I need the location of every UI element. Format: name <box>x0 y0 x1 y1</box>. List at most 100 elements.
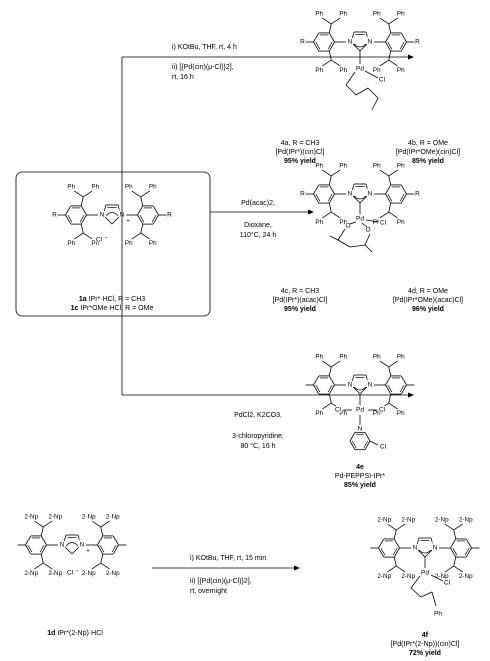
prod-4ab-benzhydryl-lt-bond <box>322 17 332 25</box>
prod-4ab-benzhydryl-lb-bond <box>322 59 332 67</box>
prod-4f-imid-bond <box>424 549 433 558</box>
prod-4f-benzhydryl-rt-bond <box>453 529 457 539</box>
prod-4f-n-left: N <box>413 545 418 552</box>
prod-4f-aryl-left-double-bond <box>392 547 398 556</box>
sm-1a-aryl-left-bond <box>65 214 72 225</box>
prod-4cd-acac <box>364 233 371 246</box>
sm-1d-chloride: Cl <box>67 570 74 577</box>
prod-4e-benzhydryl-lt-bond <box>322 360 332 368</box>
prod-4e-aryl-left-bond <box>328 384 335 395</box>
prod-4ab-r-right: R <box>415 39 420 46</box>
prod-4ab-aryl-left-double-bond <box>315 41 321 50</box>
sm-chloride-charge: − <box>104 236 108 242</box>
sm-1d-benzhydryl-lt-bond <box>40 526 44 536</box>
prod-4f-cin <box>410 587 422 598</box>
prod-4e-pyridine-bond <box>364 440 371 450</box>
sm-1d-imid-bond <box>71 546 80 555</box>
sm-1d-aryl-left-double-bond <box>27 544 33 553</box>
prod-4f-benzhydryl-lt-bond <box>396 523 406 531</box>
prod-4ab-imid-bond <box>352 43 361 52</box>
sm-1a-benzhydryl-rb-bond <box>131 232 141 240</box>
prod-4cd-pd-o <box>349 221 357 225</box>
sm-1a-benzhydryl-lt-bond <box>74 190 84 198</box>
prod-4cd-benzhydryl-rb-bond <box>379 211 389 219</box>
sm-1a-benzhydryl-lt-bond <box>83 190 93 198</box>
prod-4cd-benzhydryl-lb-label-left: Ph <box>315 219 323 226</box>
prod-4cd-benzhydryl-rb-label-right: Ph <box>397 219 405 226</box>
sm-1a-aryl-left-bond <box>80 214 87 225</box>
prod-4cd-cl: Cl <box>380 220 387 227</box>
arrow-c-head <box>408 392 414 398</box>
prod-4ab-n-right: N <box>368 39 373 46</box>
condition-a-step1: i) KOtBu, THF, rt, 4 h <box>172 44 237 51</box>
prod-4ab-aryl-right-double-bond <box>399 41 405 50</box>
prod-4e-benzhydryl-lb-bond <box>331 402 341 410</box>
prod-4cd-aryl-left-bond <box>313 193 320 204</box>
product-4c-id: 4c, R = CH3 <box>280 288 320 295</box>
sm-1a-benzhydryl-lt-bond <box>80 196 84 206</box>
prod-4ab-benzhydryl-lb-bond <box>331 59 341 67</box>
product-4a-name: [Pd(IPr*)(cin)Cl] <box>275 149 325 156</box>
prod-4cd-imid-bond <box>365 183 369 192</box>
prod-4ab-cl: Cl <box>379 77 386 84</box>
sm-1a-benzhydryl-rb-label-right: Ph <box>149 240 157 247</box>
sm-1a-benzhydryl-lt-label-right: Ph <box>91 184 99 191</box>
sm-1a-imid-bond <box>104 216 113 225</box>
product-4f-id: 4f <box>421 632 429 639</box>
sm-1d-benzhydryl-rb-bond <box>100 554 104 564</box>
sm-1a-aryl-right-bond <box>137 205 144 216</box>
prod-4e-benzhydryl-rb-bond <box>388 402 398 410</box>
sm-label-1a: 1a IPr*·HCl, R = CH3 <box>78 296 146 303</box>
prod-4ab-imid-bond <box>351 31 355 40</box>
condition-b-line1: Pd(acac)2, <box>241 200 275 207</box>
condition-d-step1: i) KOtBu, THF, rt, 15 min <box>190 555 267 562</box>
sm-1d-imid-bond <box>64 546 73 555</box>
prod-4e-aryl-right-bond <box>385 375 392 386</box>
prod-4f-aryl-left-bond <box>393 547 400 558</box>
prod-4cd-pd: Pd <box>356 216 364 223</box>
prod-4f-benzhydryl-rt-label-right: 2-Np <box>459 517 473 524</box>
prod-4f-aryl-left-bond <box>378 547 385 558</box>
prod-4ab-benzhydryl-rb-label-left: Ph <box>373 67 381 74</box>
sm-1a-aryl-right-bond <box>137 214 144 225</box>
prod-4cd-aryl-left-double-bond <box>315 193 321 202</box>
prod-4ab-benzhydryl-rt-bond <box>388 17 398 25</box>
condition-d-step3: rt, overnight <box>190 588 227 595</box>
prod-4f-pd: Pd <box>421 570 429 577</box>
prod-4ab-aryl-right-bond <box>385 41 392 52</box>
sm-1d-benzhydryl-lb-bond <box>34 562 44 570</box>
prod-4e-pyridine-double-bond <box>351 440 357 448</box>
prod-4cd-benzhydryl-rt-label-left: Ph <box>373 163 381 170</box>
prod-4f-benzhydryl-rb-bond <box>444 565 454 573</box>
sm-1d-chloride-charge: − <box>75 569 79 575</box>
sm-1d-benzhydryl-lt-bond <box>43 520 53 528</box>
sm-1d-benzhydryl-rb-label-right: 2-Np <box>106 570 120 577</box>
sm-1d-delocalization <box>65 542 79 547</box>
sm-1a-aryl-left-bond <box>65 205 72 216</box>
prod-4f-aryl-right-double-bond <box>452 547 458 556</box>
sm-1a-aryl-left-bond <box>80 205 87 216</box>
prod-4e-benzhydryl-rt-bond <box>388 366 392 376</box>
product-4b-name: [Pd(IPr*OMe)(cin)Cl] <box>395 149 461 156</box>
sm-1a-imid-bond <box>103 204 107 213</box>
prod-4ab-aryl-left-bond <box>313 41 320 52</box>
prod-4cd-imid-bond <box>352 195 361 204</box>
sm-1d-aryl-right-bond <box>97 535 104 546</box>
condition-c-line1: PdCl2, K2CO3, <box>234 412 282 419</box>
sm-1d-benzhydryl-rb-label-left: 2-Np <box>82 570 96 577</box>
prod-4f-imid-bond <box>417 549 426 558</box>
product-4c-yield: 95% yield <box>284 306 316 313</box>
sm-1d-benzhydryl-rt-label-left: 2-Np <box>82 514 96 521</box>
sm-1a-benzhydryl-rb-bond <box>140 224 144 234</box>
sm-1d-aryl-left-bond <box>25 535 32 546</box>
condition-a-step3: rt, 16 h <box>172 74 194 81</box>
prod-4f-cin <box>410 575 421 589</box>
prod-4ab-benzhydryl-rb-bond <box>388 59 398 67</box>
sm-1d-benzhydryl-rt-bond <box>100 520 110 528</box>
prod-4cd-imid-bond <box>351 183 355 192</box>
prod-4f-benzhydryl-rb-label-left: 2-Np <box>435 573 449 580</box>
sm-1a-aryl-left-double-bond <box>79 214 85 223</box>
sm-1a-benzhydryl-rt-label-left: Ph <box>125 184 133 191</box>
prod-4e-benzhydryl-lt-bond <box>331 360 341 368</box>
prod-4cd-aryl-right-bond <box>400 193 407 204</box>
